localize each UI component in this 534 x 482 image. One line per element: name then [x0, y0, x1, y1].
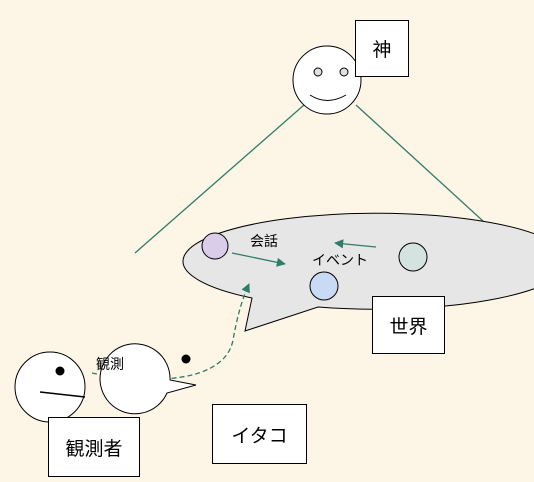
god-label: 神: [372, 39, 392, 61]
itako-label: イタコ: [231, 424, 288, 447]
dot-blue: [309, 271, 339, 301]
dot-purple: [201, 232, 229, 260]
world-bubble: [182, 212, 534, 332]
observation-label: 観測: [96, 357, 124, 373]
observer-label: 観測者: [65, 437, 123, 460]
observer-label-box: 観測者: [48, 417, 140, 477]
smiley-face-icon: [292, 45, 362, 115]
conversation-label: 会話: [250, 234, 278, 250]
event-arrow: [334, 239, 377, 249]
neutral-face-icon: [14, 351, 86, 423]
event-label: イベント: [312, 253, 368, 269]
conversation-arrow: [231, 252, 286, 267]
dot-gray-green: [398, 242, 428, 272]
world-label: 世界: [389, 315, 428, 338]
itako-label-box: イタコ: [212, 404, 307, 464]
god-left-line: [134, 104, 305, 254]
world-label-box: 世界: [372, 296, 445, 354]
god-label-box: 神: [355, 20, 409, 77]
pacman-face-icon: [99, 343, 197, 415]
